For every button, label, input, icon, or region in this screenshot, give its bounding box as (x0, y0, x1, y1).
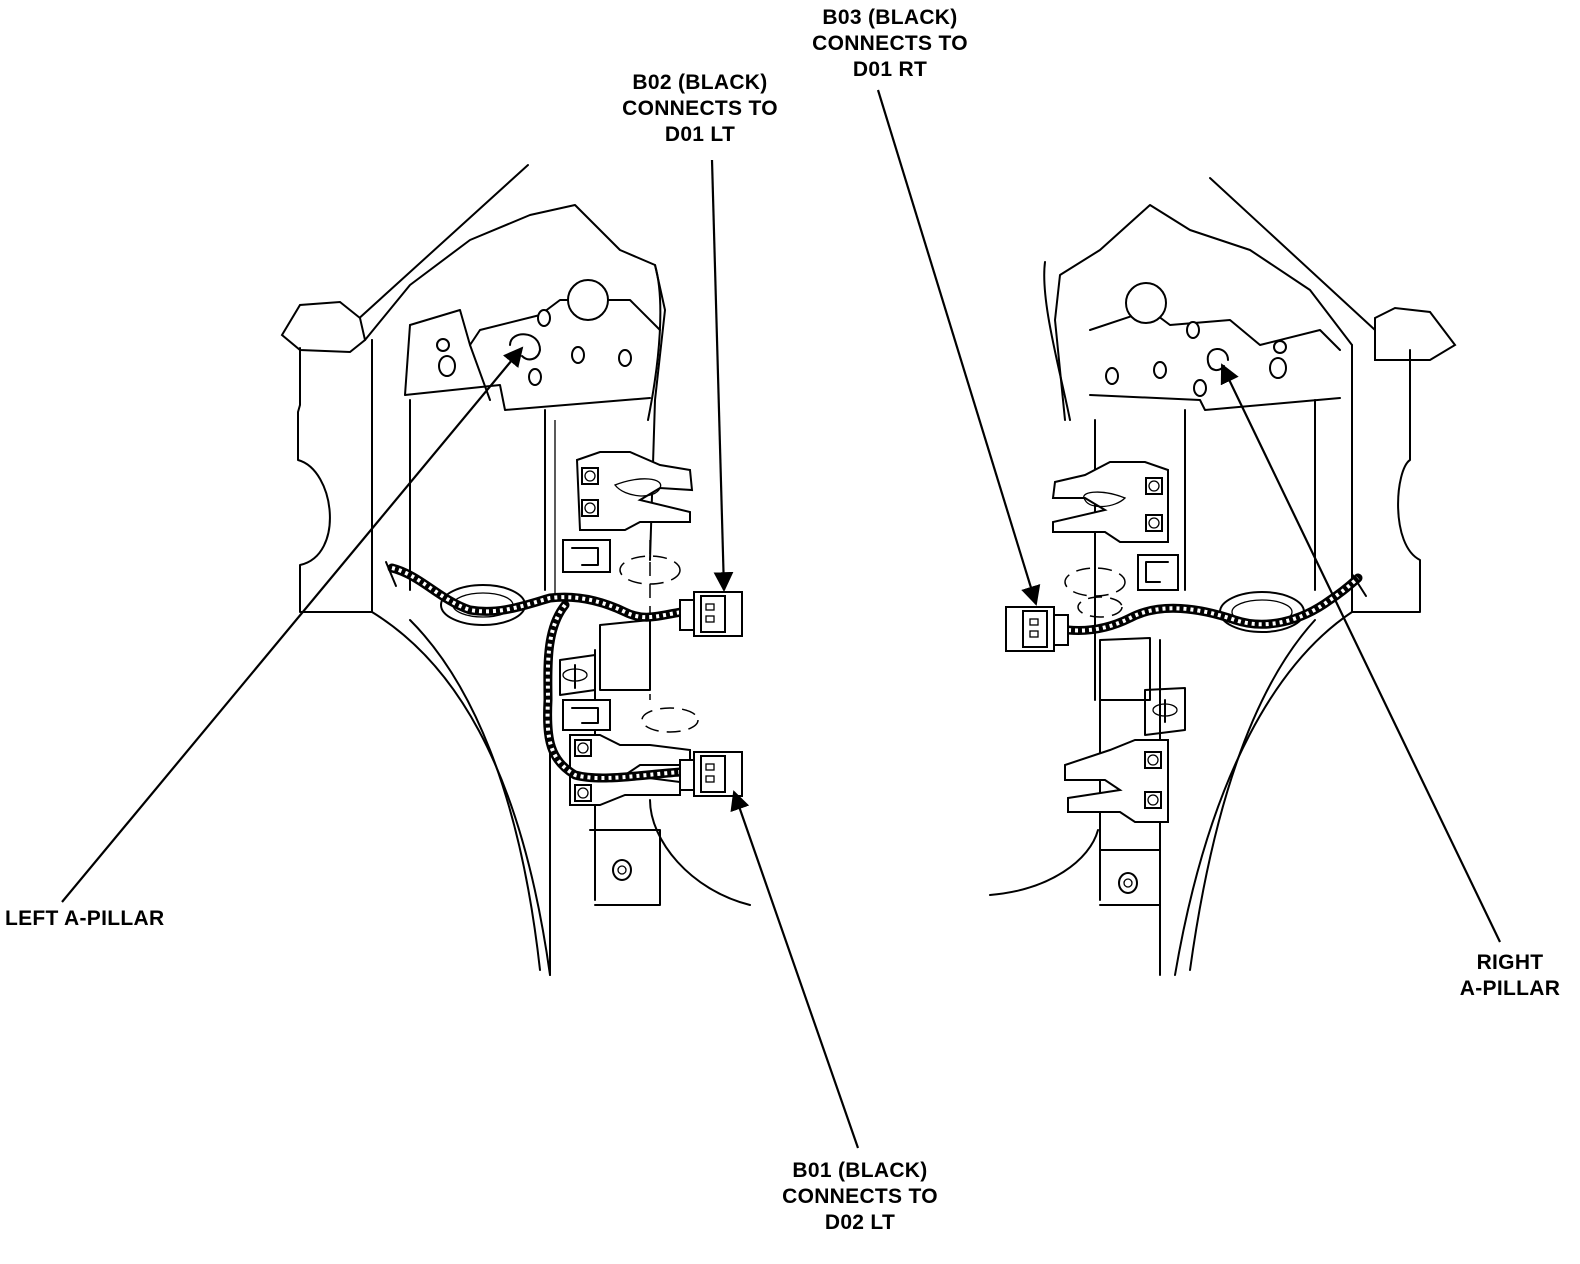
label-b01-line1: B01 (BLACK) (792, 1159, 928, 1182)
right-wire-harness (1063, 573, 1367, 635)
connector-b02 (679, 591, 743, 637)
label-right-a-pillar-line1: RIGHT (1476, 951, 1544, 974)
leader-lines (61, 89, 1501, 1149)
leader-b03 (876, 89, 1041, 606)
right-lower-clip-bracket (1064, 739, 1169, 823)
right-upper-clip-bracket (1051, 461, 1169, 543)
label-b02-line2: CONNECTS TO (622, 97, 778, 120)
label-b02-line3: D01 LT (664, 123, 736, 146)
leader-left-pillar (61, 346, 524, 903)
right-wire-clip (1064, 554, 1179, 618)
label-b03-line1: B03 (BLACK) (822, 6, 958, 29)
label-b01: B01 (BLACK) CONNECTS TO D02 LT (760, 1158, 960, 1236)
connector-b03 (1005, 606, 1069, 652)
label-left-a-pillar: LEFT A-PILLAR (5, 906, 164, 932)
left-wire-harness (385, 561, 687, 783)
label-left-a-pillar-line1: LEFT A-PILLAR (5, 907, 165, 930)
label-b01-line2: CONNECTS TO (782, 1185, 938, 1208)
label-right-a-pillar: RIGHT A-PILLAR (1446, 950, 1574, 1002)
leader-b02 (710, 159, 734, 592)
right-a-pillar-structure (989, 177, 1457, 976)
left-upper-clip-bracket (575, 451, 694, 531)
label-b03-line2: CONNECTS TO (812, 32, 968, 55)
left-lower-clip-bracket (562, 699, 699, 806)
label-b03-line3: D01 RT (852, 58, 928, 81)
leader-right-pillar (1220, 363, 1501, 943)
label-right-a-pillar-line2: A-PILLAR (1459, 977, 1561, 1000)
left-wire-clip-upper (562, 539, 681, 700)
label-b03: B03 (BLACK) CONNECTS TO D01 RT (790, 5, 990, 83)
connector-b01 (679, 751, 743, 797)
label-b01-line3: D02 LT (824, 1211, 896, 1234)
label-b02-line1: B02 (BLACK) (632, 71, 768, 94)
leader-b01 (730, 790, 860, 1149)
label-b02: B02 (BLACK) CONNECTS TO D01 LT (600, 70, 800, 148)
